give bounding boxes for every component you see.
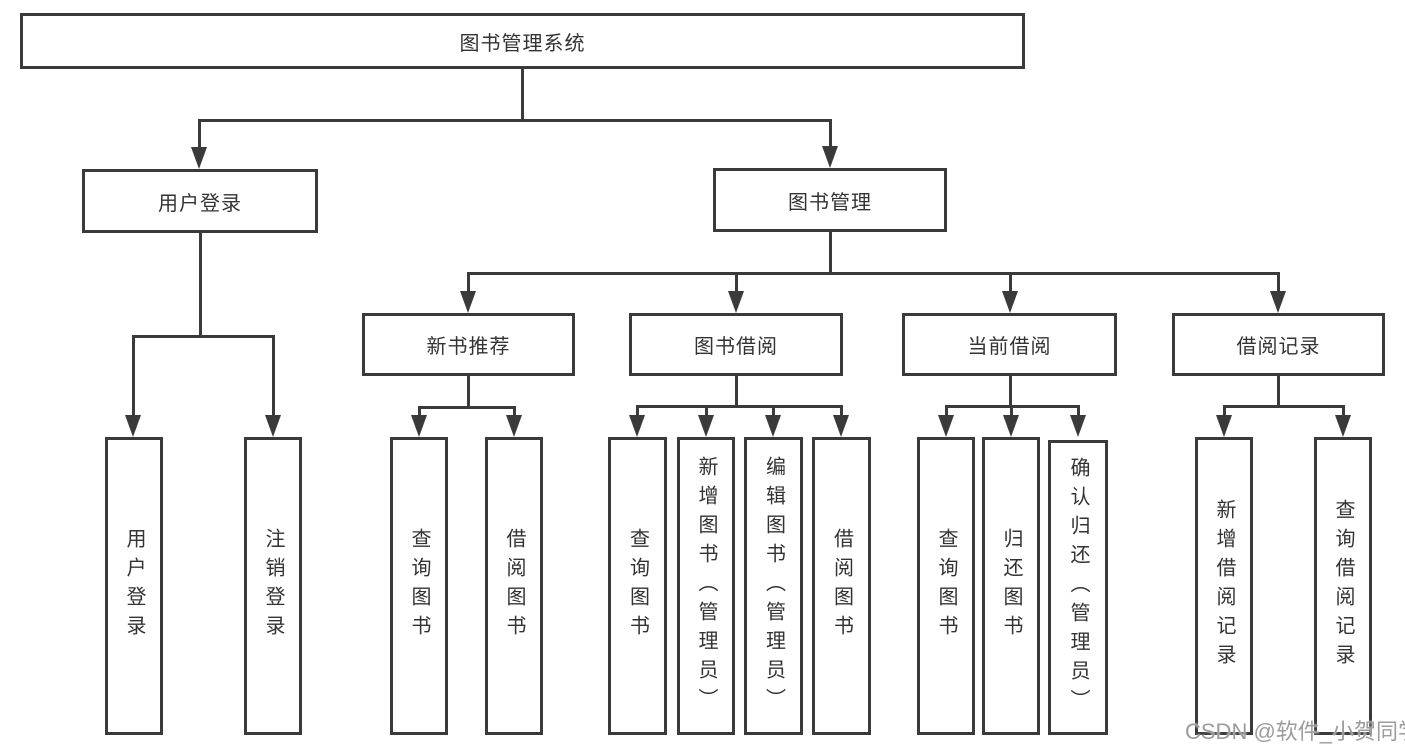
node-book-management: 图书管理 (713, 168, 947, 232)
csdn-watermark: CSDN @软件_小贺同学 (1185, 719, 1405, 744)
arrow-to-new-book-recommend (466, 272, 470, 291)
node-label: 新书推荐 (426, 336, 511, 358)
leaf-label: 用户登录 (123, 528, 145, 644)
arrow-to-leaf-query-book-2 (635, 405, 639, 415)
leaf-return-book: 归还图书 (982, 437, 1040, 735)
arrow-to-leaf-query-book-1 (417, 406, 421, 415)
leaf-label: 查询图书 (935, 528, 957, 644)
node-label: 图书管理系统 (459, 32, 586, 55)
arrow-to-leaf-add-book (704, 405, 708, 415)
node-book-borrowing: 图书借阅 (629, 313, 843, 376)
node-user-login: 用户登录 (82, 169, 318, 233)
connector-book-management-stem (828, 232, 832, 272)
node-label: 图书借阅 (694, 336, 778, 358)
leaf-confirm-return-admin: 确认归还（管理员） (1048, 440, 1108, 735)
leaf-logout: 注销登录 (244, 437, 302, 735)
connector-borrowing-records-bar (1222, 405, 1345, 408)
leaf-label: 借阅图书 (503, 528, 525, 644)
arrow-to-current-borrowing (1008, 272, 1012, 291)
leaf-label: 查询图书 (626, 528, 649, 644)
connector-book-borrowing-bar (635, 405, 843, 408)
connector-root-stem (520, 69, 524, 119)
node-label: 图书管理 (788, 191, 872, 214)
connector-new-book-stem (466, 376, 470, 406)
connector-user-login-bar (131, 335, 275, 338)
leaf-label: 借阅图书 (830, 528, 853, 644)
leaf-label: 编辑图书（管理员） (762, 455, 785, 717)
connector-new-book-bar (417, 406, 516, 409)
node-label: 当前借阅 (967, 336, 1052, 358)
leaf-borrow-book-1: 借阅图书 (485, 437, 543, 735)
connector-current-borrowing-stem (1008, 376, 1012, 405)
leaf-query-borrow-record: 查询借阅记录 (1314, 437, 1372, 735)
leaf-label: 确认归还（管理员） (1067, 457, 1089, 718)
arrow-to-book-borrowing (734, 272, 738, 291)
arrow-to-leaf-user-login (131, 335, 135, 415)
arrow-to-leaf-query-record (1341, 405, 1345, 415)
arrow-to-leaf-edit-book (771, 405, 775, 415)
arrow-to-leaf-confirm-return (1076, 405, 1080, 415)
arrow-to-leaf-return-book (1009, 405, 1013, 415)
leaf-add-borrow-record: 新增借阅记录 (1195, 437, 1253, 735)
arrow-to-leaf-add-record (1222, 405, 1226, 415)
leaf-add-book-admin: 新增图书（管理员） (677, 437, 735, 735)
leaf-query-book-2: 查询图书 (608, 437, 667, 735)
arrow-to-borrowing-records (1276, 272, 1280, 291)
leaf-user-login: 用户登录 (105, 437, 163, 735)
leaf-label: 新增借阅记录 (1213, 499, 1235, 673)
leaf-query-book-3: 查询图书 (917, 437, 975, 735)
arrow-to-leaf-borrow-book-2 (839, 405, 843, 415)
connector-book-management-bar (466, 272, 1280, 275)
arrow-to-leaf-logout (271, 335, 275, 415)
connector-book-borrowing-stem (734, 376, 738, 405)
connector-borrowing-records-stem (1276, 376, 1280, 405)
node-new-book-recommend: 新书推荐 (362, 313, 575, 376)
leaf-label: 查询借阅记录 (1332, 499, 1354, 673)
arrow-to-leaf-query-book-3 (944, 405, 948, 415)
leaf-label: 查询图书 (408, 528, 430, 644)
leaf-label: 注销登录 (262, 528, 284, 644)
leaf-label: 归还图书 (1000, 528, 1022, 644)
connector-user-login-stem (198, 233, 202, 335)
node-label: 用户登录 (158, 192, 242, 215)
arrow-to-user-login (197, 119, 201, 147)
node-current-borrowing: 当前借阅 (902, 313, 1117, 376)
arrow-to-book-management (828, 119, 832, 146)
connector-root-bar (197, 119, 832, 122)
leaf-label: 新增图书（管理员） (695, 455, 717, 717)
node-library-management-system: 图书管理系统 (20, 13, 1025, 69)
node-label: 借阅记录 (1236, 336, 1321, 358)
node-borrowing-records: 借阅记录 (1172, 313, 1385, 376)
leaf-edit-book-admin: 编辑图书（管理员） (744, 437, 803, 735)
leaf-borrow-book-2: 借阅图书 (812, 437, 871, 735)
leaf-query-book-1: 查询图书 (390, 437, 448, 735)
arrow-to-leaf-borrow-book-1 (512, 406, 516, 415)
